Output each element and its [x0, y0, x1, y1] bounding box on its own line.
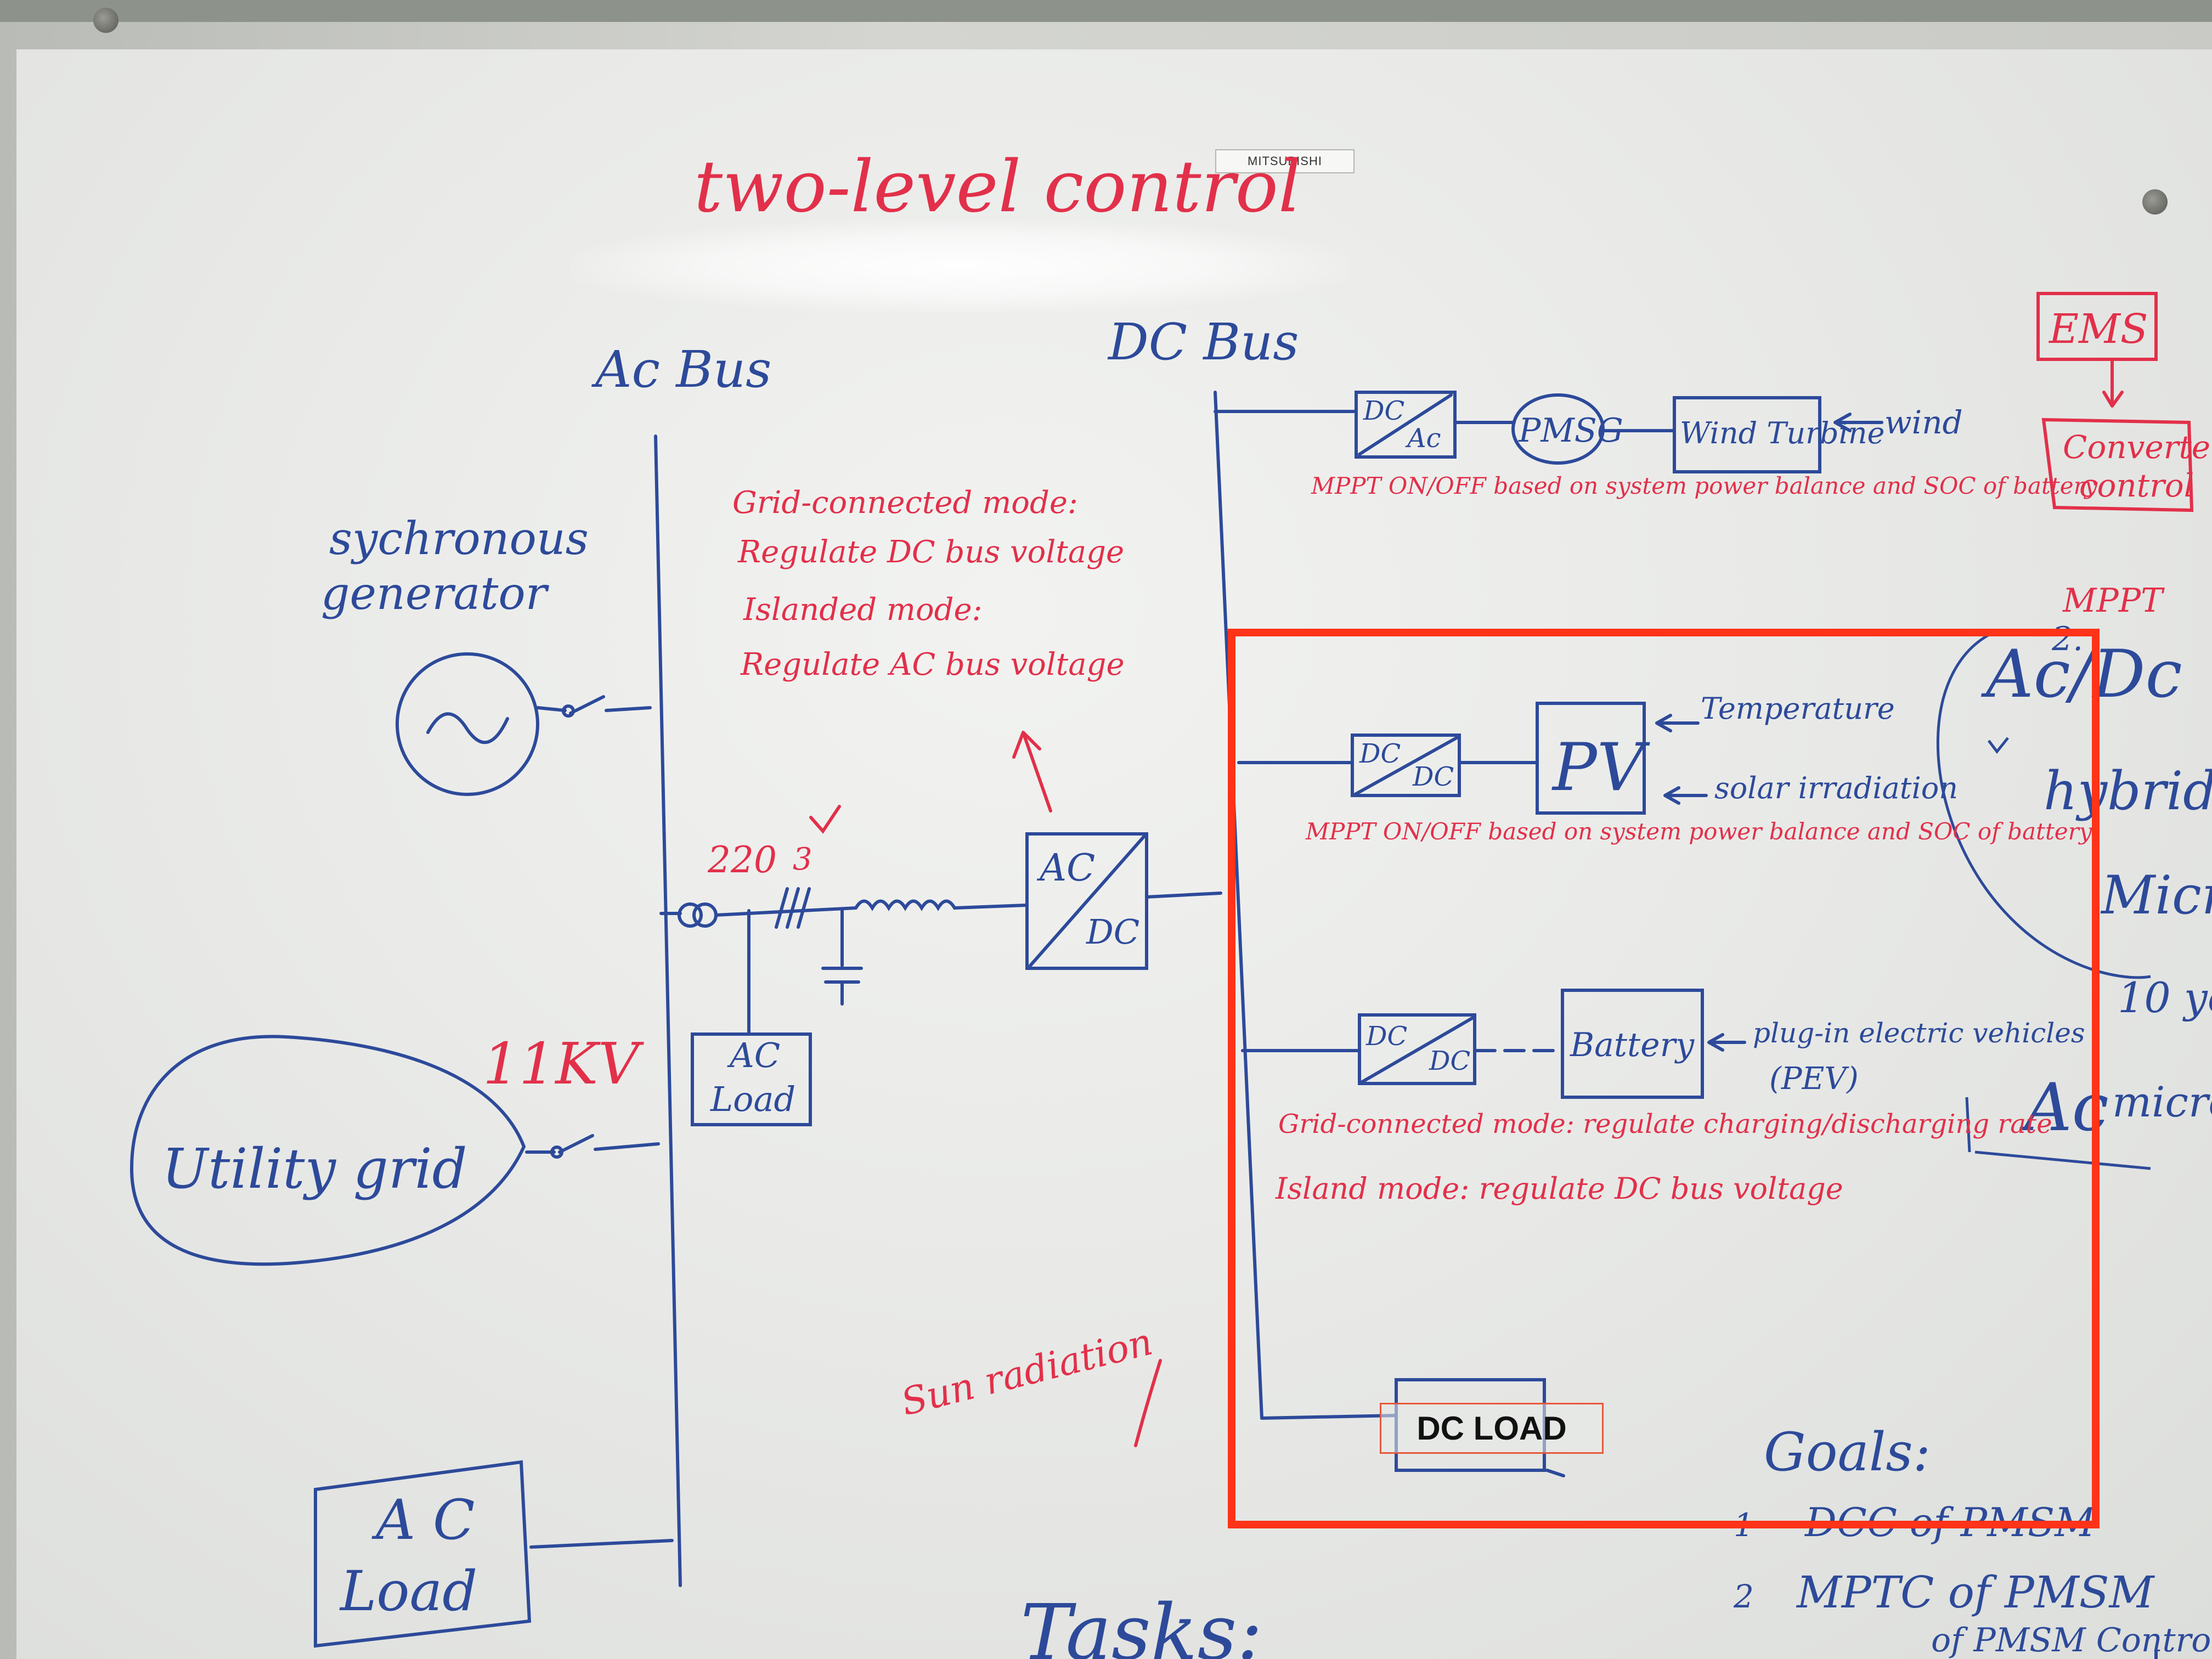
goals-item-3: of PMSM Control [1931, 1621, 2212, 1659]
ac-bus-line [654, 435, 682, 1587]
ac-load-small-line2: Load [710, 1079, 795, 1119]
dc-bus-label: DC Bus [1107, 313, 1299, 371]
ems-box [2036, 292, 2158, 361]
converter-control-box [2041, 417, 2194, 512]
pv-box [1536, 702, 1646, 815]
tasks-label: Tasks: [1020, 1588, 1263, 1659]
converter-control-line1: Converter [2063, 428, 2212, 466]
wind-turbine-box [1673, 396, 1821, 473]
goals-num-2: 2 [1733, 1578, 1754, 1615]
battery-converter-dc2: DC [1429, 1046, 1470, 1076]
blue-lines [129, 391, 2158, 1659]
acdc-converter-ac: AC [1036, 847, 1095, 890]
brand-plate: MITSUBISHI [1215, 149, 1355, 173]
wind-converter-dc: DC [1363, 396, 1404, 426]
right-ellipse [1936, 629, 2151, 979]
capacitor [821, 909, 863, 1006]
ac-load-small-line1: AC [727, 1035, 780, 1075]
acdc-converter-dc: DC [1086, 912, 1139, 952]
goals-title: Goals: [1764, 1421, 1931, 1483]
grid-switch [525, 1134, 660, 1154]
battery-box [1561, 989, 1704, 1099]
right-hybrid: hybrid [2044, 760, 2212, 822]
ac-load-large-line1: A C [371, 1488, 475, 1552]
highlight-rectangle [1228, 629, 2100, 1528]
sun-radiation-label: Sun radiation [897, 1321, 1157, 1425]
pv-note: MPPT ON/OFF based on system power balanc… [1305, 818, 2093, 845]
grid-mode-line4: Regulate AC bus voltage [740, 647, 1125, 682]
inductor [854, 899, 1028, 911]
battery-label: Battery [1570, 1026, 1695, 1064]
converter-control-line2: control [2079, 467, 2194, 504]
transformer-circle-1 [678, 902, 703, 928]
battery-note-1: Grid-connected mode: regulate charging/d… [1278, 1109, 2052, 1139]
goals-item-2: MPTC of PMSM [1796, 1567, 2155, 1618]
light-glare [571, 219, 1350, 313]
dc-bus-line [1214, 391, 1263, 1420]
sync-gen-label-1: sychronous [329, 513, 589, 565]
red-lines [809, 292, 2194, 1447]
wind-input-label: wind [1884, 404, 1963, 441]
sine-wave [426, 712, 509, 744]
pmsg-label: PMSG [1518, 411, 1623, 450]
wind-converter-ac: Ac [1405, 423, 1441, 454]
phase-count: 3 [793, 842, 812, 877]
ac-load-small-box [691, 1032, 812, 1126]
right-num: 2. [2051, 620, 2083, 658]
right-years: 10 ye [2118, 973, 2212, 1022]
wind-turbine-label: Wind Turbine [1680, 416, 1885, 450]
right-margin-drawing [1936, 629, 2151, 1170]
transformer-circle-2 [692, 902, 718, 928]
pv-converter-box [1351, 733, 1461, 797]
battery-input-line2: (PEV) [1769, 1061, 1859, 1097]
voltage-11kv: 11KV [483, 1030, 644, 1097]
wind-converter-box [1355, 391, 1457, 459]
right-microgrid2: microg [2112, 1077, 2212, 1126]
up-arrow [1012, 731, 1052, 812]
acdc-converter-box [1025, 832, 1148, 970]
sync-gen-label-2: generator [321, 568, 550, 620]
mount-screw-right [2142, 189, 2168, 215]
grid-mode-line2: Regulate DC bus voltage [737, 534, 1124, 570]
board-title: two-level control [694, 145, 1301, 228]
battery-note-2: Island mode: regulate DC bus voltage [1275, 1171, 1843, 1206]
ac-load-large-line2: Load [339, 1559, 477, 1623]
check-mark-220 [809, 805, 841, 834]
battery-converter-box [1358, 1013, 1476, 1085]
pv-converter-dc1: DC [1359, 738, 1401, 769]
whiteboard-surface [16, 49, 2212, 1659]
pv-input-temperature: Temperature [1701, 691, 1895, 726]
battery-converter-dc1: DC [1365, 1021, 1407, 1052]
mount-screw-left [93, 8, 119, 33]
grid-mode-line3: Islanded mode: [743, 592, 983, 628]
ac-bus-label: Ac Bus [591, 340, 771, 399]
right-mppt: MPPT [2062, 582, 2165, 620]
utility-grid-ellipse [129, 1035, 526, 1266]
generator-symbol [396, 652, 539, 796]
right-acdc: Ac/Dc [1980, 636, 2182, 713]
battery-input-line1: plug-in electric vehicles [1753, 1017, 2085, 1049]
three-phase-ticks [775, 887, 811, 929]
right-microgrid: Microg [2100, 865, 2212, 926]
utility-grid-label: Utility grid [162, 1137, 467, 1201]
pv-label: PV [1551, 730, 1650, 806]
pv-converter-dc2: DC [1412, 761, 1454, 792]
pv-input-irradiation: solar irradiation [1714, 771, 1958, 805]
grid-mode-line1: Grid-connected mode: [732, 485, 1078, 521]
dc-load-tag: DC LOAD [1380, 1403, 1604, 1454]
wind-note: MPPT ON/OFF based on system power balanc… [1311, 472, 2098, 499]
ac-load-large-box [314, 1460, 532, 1648]
generator-switch [536, 695, 652, 715]
voltage-220: 220 [707, 839, 777, 881]
ems-label: EMS [2048, 306, 2148, 353]
